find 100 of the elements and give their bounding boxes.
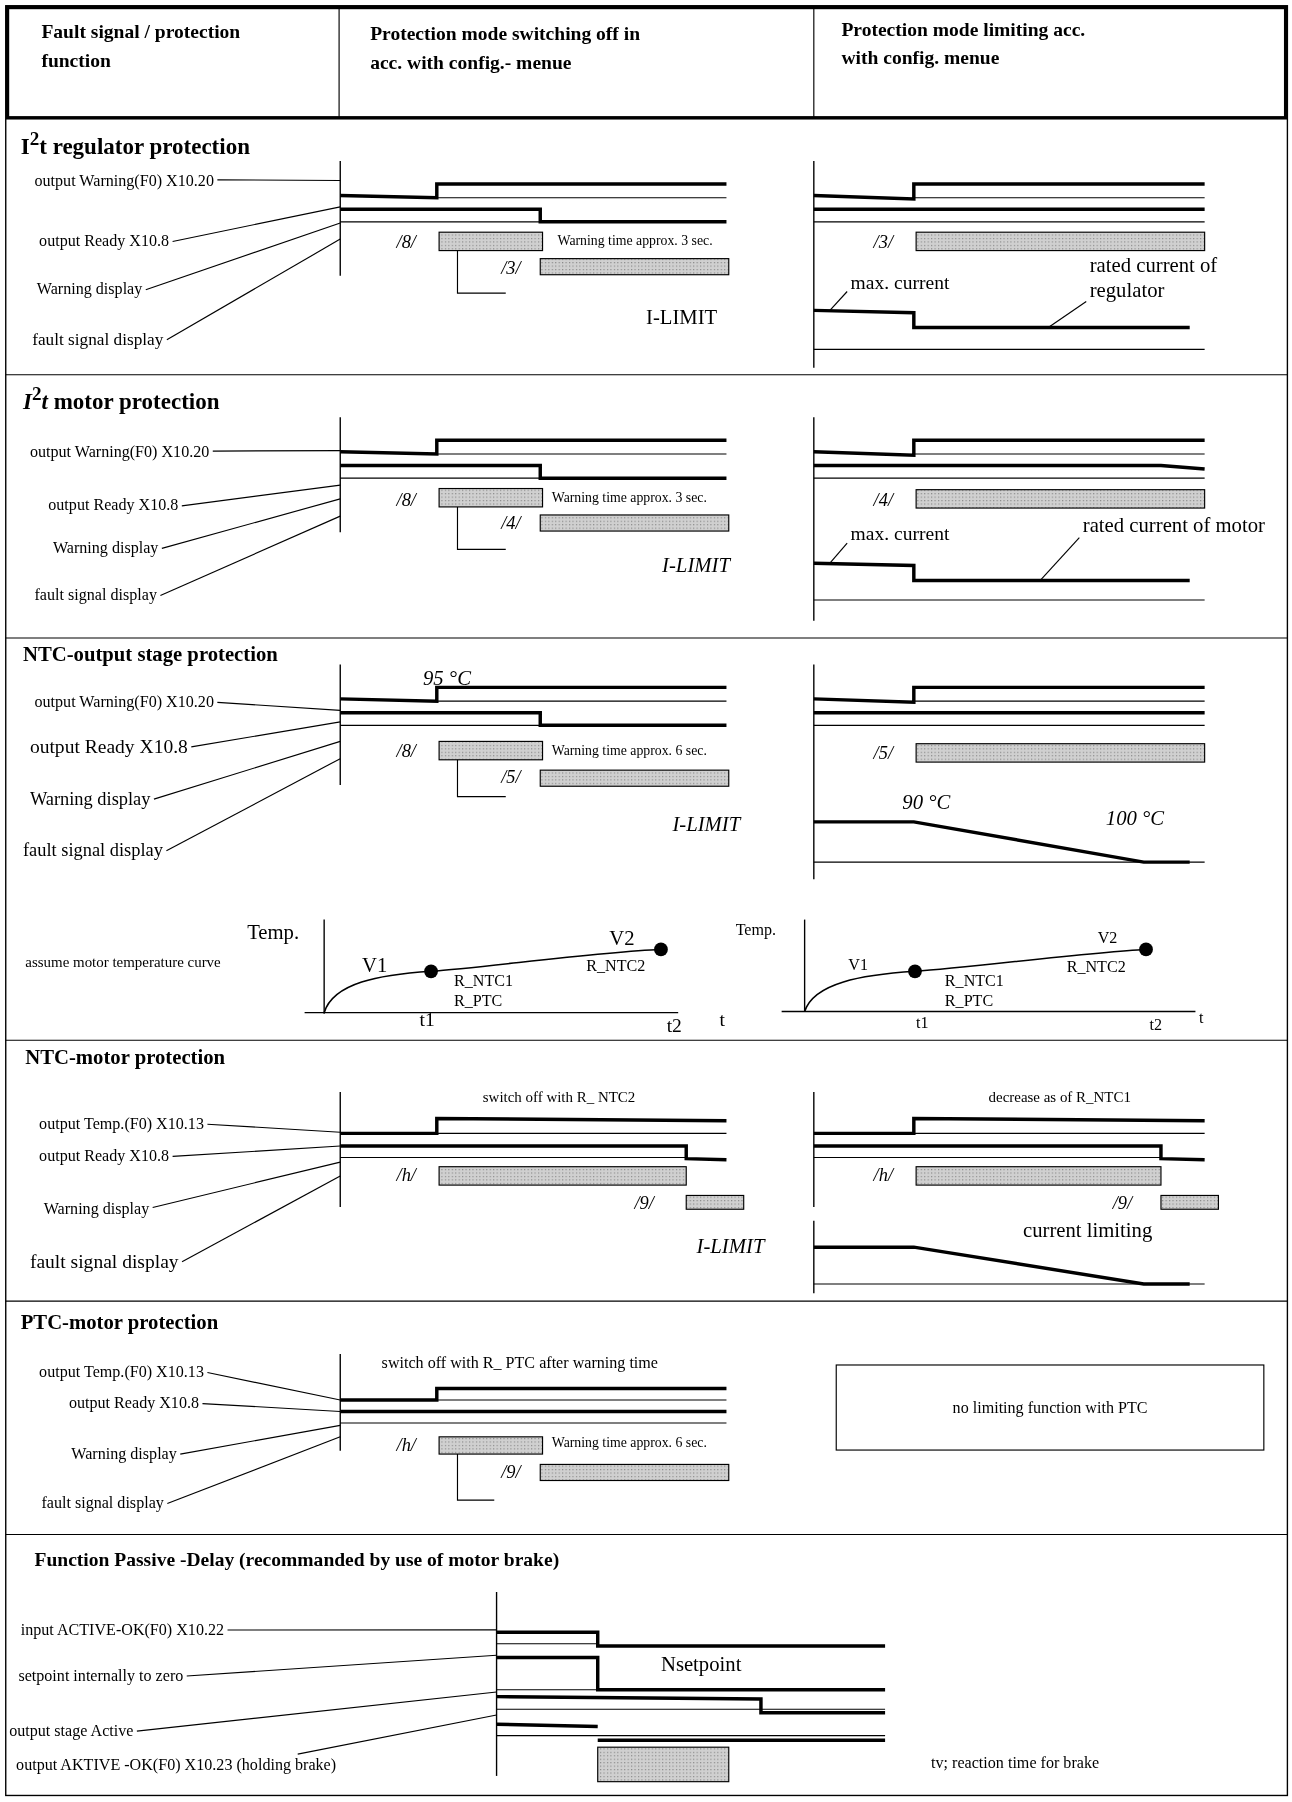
diagram-label: V1	[362, 954, 388, 978]
leader-line	[152, 1161, 341, 1208]
diagram-label: /9/	[634, 1193, 654, 1215]
column-header: Protection mode limiting acc. with config. menue	[841, 17, 1087, 71]
diagram-label: I-LIMIT	[646, 305, 718, 330]
signal-label: output Warning(F0) X10.20	[34, 693, 214, 712]
leader-line	[161, 498, 341, 549]
diagram-label: t1	[916, 1013, 929, 1033]
diagram-label: R_NTC2	[586, 957, 646, 976]
diagram-label: /9/	[1112, 1193, 1133, 1215]
diagram-label: assume motor temperature curve	[25, 954, 222, 972]
signal-label: rated current of motor	[1082, 513, 1273, 538]
leader-line	[297, 1714, 498, 1755]
diagram-label: /h/	[396, 1434, 416, 1456]
leader-line	[206, 1123, 341, 1133]
signal-label: max. current	[850, 523, 950, 546]
diagram-label: t2	[666, 1015, 682, 1038]
timing-drawing	[339, 1091, 745, 1210]
section-title: I$^{2}$t regulator protection	[20, 127, 250, 160]
leader-line	[172, 1145, 341, 1157]
diagram-label: /h/	[873, 1164, 893, 1186]
diagram-label: switch off with R_ NTC2	[482, 1089, 636, 1107]
signal-label: fault signal display	[41, 1494, 164, 1513]
signal-label: Warning display	[71, 1444, 177, 1464]
leader-line	[179, 1424, 341, 1455]
leader-line	[1047, 301, 1087, 329]
diagram-label: /9/	[501, 1462, 521, 1484]
diagram-label: switch off with R_ PTC after warning time	[381, 1354, 658, 1373]
leader-line	[829, 542, 848, 564]
diagram-label: /3/	[873, 232, 893, 254]
diagram-label: /5/	[501, 766, 521, 788]
note-box: no limiting function with PTC	[835, 1364, 1265, 1451]
leader-line	[136, 1691, 498, 1732]
timing-drawing	[813, 1091, 1219, 1294]
section-title: I$^{2}$t motor protection	[23, 382, 220, 415]
signal-label: output Temp.(F0) X10.13	[39, 1363, 204, 1382]
diagram-label: I-LIMIT	[662, 554, 730, 578]
column-header: Protection mode switching off in acc. with config.- menue	[370, 22, 642, 76]
leader-line	[166, 1436, 341, 1505]
signal-label: output Ready X10.8	[68, 1394, 200, 1413]
diagram-label: Warning time approx. 6 sec.	[551, 1435, 707, 1452]
diagram-label: Warning time approx. 3 sec.	[551, 490, 707, 507]
leader-line	[153, 740, 341, 800]
diagram-label: Warning time approx. 6 sec.	[551, 743, 707, 760]
leader-line	[206, 1371, 341, 1401]
signal-label: output Ready X10.8	[29, 735, 188, 759]
diagram-label: /h/	[396, 1164, 416, 1186]
current-trace	[813, 561, 1190, 583]
signal-label: fault signal display	[34, 586, 157, 605]
diagram-label: V2	[609, 926, 635, 951]
section-title: Function Passive -Delay (recommanded by use of motor brake)	[34, 1548, 560, 1571]
leader-line	[212, 450, 341, 452]
diagram-label: Temp.	[247, 920, 300, 945]
diagram-label: V1	[848, 956, 868, 975]
signal-label: output Ready X10.8	[48, 496, 179, 516]
leader-line	[145, 222, 341, 291]
diagram-label: R_PTC	[944, 992, 994, 1011]
diagram-label: /4/	[501, 512, 521, 534]
signal-label: output Temp.(F0) X10.13	[39, 1115, 204, 1134]
diagram-label: t1	[419, 1009, 435, 1032]
leader-line	[829, 290, 848, 311]
leader-line	[172, 206, 341, 242]
diagram-label: 100 °C	[1105, 806, 1165, 831]
leader-line	[166, 238, 341, 341]
timing-drawing	[339, 160, 730, 294]
signal-label: output AKTIVE -OK(F0) X10.23 (holding brake)	[16, 1756, 337, 1775]
signal-label: input ACTIVE-OK(F0) X10.22	[20, 1620, 225, 1640]
leader-line	[216, 179, 341, 182]
signal-label: output Warning(F0) X10.20	[34, 172, 214, 191]
diagram-label: Warning time approx. 3 sec.	[557, 233, 713, 250]
signal-label: Warning display	[29, 788, 151, 810]
diagram-label: t	[719, 1009, 725, 1032]
diagram-label: /3/	[501, 257, 521, 279]
signal-label: rated current of regulator	[1089, 254, 1286, 302]
section-title: PTC-motor protection	[20, 1310, 219, 1335]
signal-label: max. current	[850, 271, 950, 294]
timing-drawing	[813, 663, 1206, 881]
timing-drawing	[495, 1591, 886, 1783]
section-title: NTC-motor protection	[25, 1046, 226, 1070]
signal-label: output Warning(F0) X10.20	[29, 443, 210, 463]
signal-label: fault signal display	[32, 329, 164, 350]
diagram-label: current limiting	[1023, 1218, 1153, 1243]
timing-drawing	[339, 416, 730, 550]
diagram-label: 90 °C	[902, 790, 951, 815]
diagram-label: /8/	[396, 489, 416, 511]
leader-line	[181, 484, 341, 507]
diagram-label: I-LIMIT	[696, 1234, 765, 1259]
diagram-label: R_PTC	[454, 992, 503, 1011]
section-title: NTC-output stage protection	[23, 642, 278, 667]
leader-line	[181, 1175, 341, 1263]
signal-label: setpoint internally to zero	[18, 1666, 184, 1686]
signal-label: Warning display	[36, 280, 143, 299]
signal-label: Warning display	[52, 539, 159, 558]
signal-label: output Ready X10.8	[39, 1147, 170, 1166]
leader-line	[159, 515, 341, 597]
diagram-label: I-LIMIT	[672, 812, 741, 837]
signal-label: fault signal display	[23, 840, 163, 862]
signal-label: output stage Active	[9, 1721, 134, 1741]
signal-label: Warning display	[43, 1200, 150, 1219]
diagram-label: R_NTC2	[1066, 958, 1126, 978]
